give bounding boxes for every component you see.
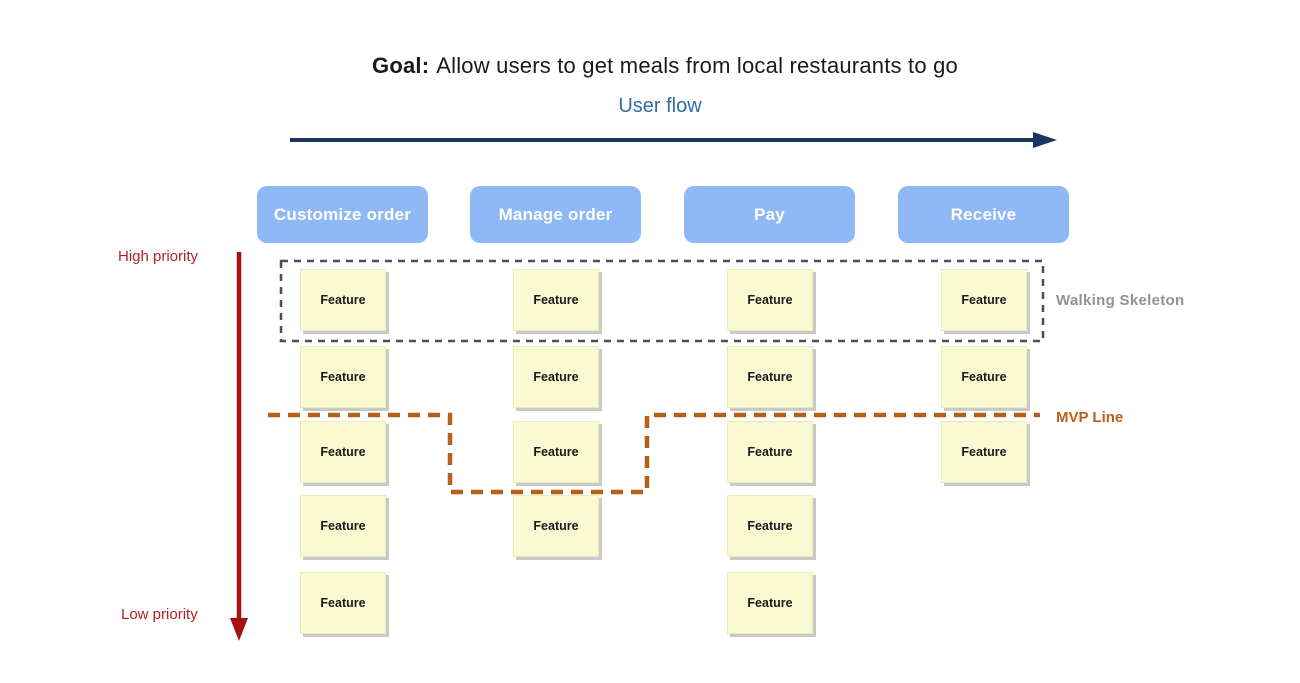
walking-skeleton-box: [279, 259, 1045, 343]
user-flow-arrow: [290, 132, 1057, 148]
goal-title-prefix: Goal:: [372, 53, 430, 78]
feature-card: Feature: [727, 421, 813, 483]
feature-card: Feature: [941, 269, 1027, 331]
high-priority-label: High priority: [118, 248, 199, 265]
feature-card: Feature: [513, 346, 599, 408]
feature-card: Feature: [300, 346, 386, 408]
priority-arrow: [230, 252, 248, 641]
feature-card: Feature: [300, 495, 386, 557]
feature-card: Feature: [300, 269, 386, 331]
goal-title: Goal:Allow users to get meals from local…: [0, 53, 1300, 79]
feature-card: Feature: [941, 421, 1027, 483]
low-priority-label: Low priority: [121, 606, 198, 623]
user-flow-label: User flow: [618, 95, 702, 117]
feature-card: Feature: [941, 346, 1027, 408]
column-header-pay: Pay: [684, 186, 855, 243]
feature-card: Feature: [727, 495, 813, 557]
feature-card: Feature: [513, 269, 599, 331]
column-header-receive: Receive: [898, 186, 1069, 243]
feature-card: Feature: [513, 421, 599, 483]
feature-card: Feature: [727, 346, 813, 408]
feature-card: Feature: [727, 572, 813, 634]
column-header-manage-order: Manage order: [470, 186, 641, 243]
mvp-line: [268, 412, 1040, 495]
feature-card: Feature: [300, 572, 386, 634]
feature-card: Feature: [300, 421, 386, 483]
feature-card: Feature: [727, 269, 813, 331]
mvp-line-label: MVP Line: [1056, 409, 1124, 426]
walking-skeleton-label: Walking Skeleton: [1056, 292, 1185, 309]
goal-title-text: Allow users to get meals from local rest…: [436, 53, 958, 78]
column-header-customize-order: Customize order: [257, 186, 428, 243]
feature-card: Feature: [513, 495, 599, 557]
